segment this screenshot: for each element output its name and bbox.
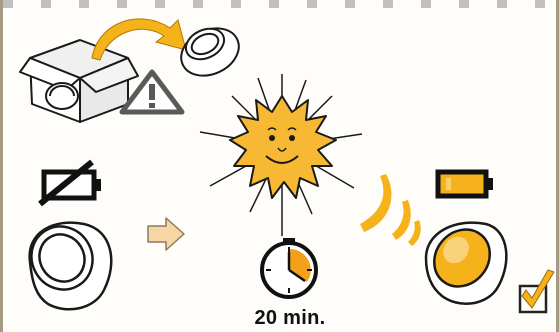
sun-icon — [200, 74, 362, 236]
checkmark-checkbox-icon — [520, 270, 554, 312]
timer-duration-label: 20 min. — [240, 307, 340, 329]
device-icon-lit — [423, 218, 507, 303]
battery-empty-icon — [40, 162, 101, 204]
light-waves-icon — [360, 174, 421, 246]
device-icon-left — [20, 215, 111, 309]
battery-full-icon — [438, 172, 493, 196]
open-box-icon — [20, 40, 138, 122]
device-icon-small — [174, 19, 247, 84]
clock-icon — [262, 238, 316, 297]
arrow-right-icon — [148, 218, 184, 250]
